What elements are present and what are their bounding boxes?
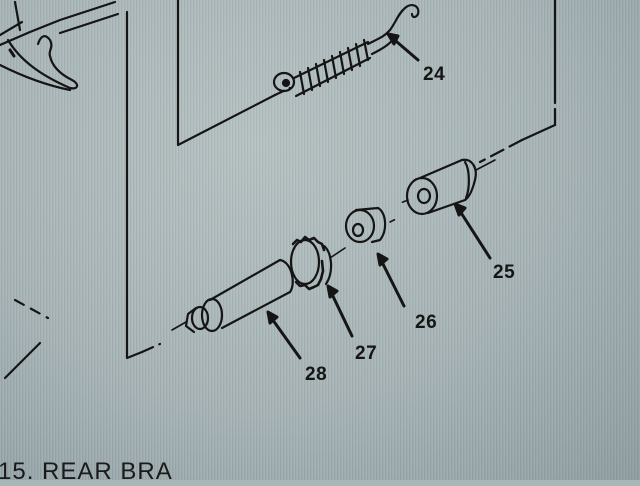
washer-part-26-icon xyxy=(344,206,397,244)
adjusting-screw-part-28-icon xyxy=(171,258,294,334)
callout-25: 25 xyxy=(493,262,516,283)
callout-28: 28 xyxy=(305,364,328,385)
assembly-boundary-lines xyxy=(3,0,557,380)
socket-part-25-icon xyxy=(397,158,496,216)
callout-arrows xyxy=(266,32,492,360)
callout-24: 24 xyxy=(423,64,446,85)
callout-27: 27 xyxy=(355,343,378,364)
adjusting-nut-part-27-icon xyxy=(289,235,346,291)
figure-caption: 15. REAR BRA xyxy=(0,458,173,485)
spring-part-24-icon xyxy=(272,4,420,98)
brake-shoe-fragment-icon xyxy=(0,0,120,92)
callout-26: 26 xyxy=(415,312,438,333)
